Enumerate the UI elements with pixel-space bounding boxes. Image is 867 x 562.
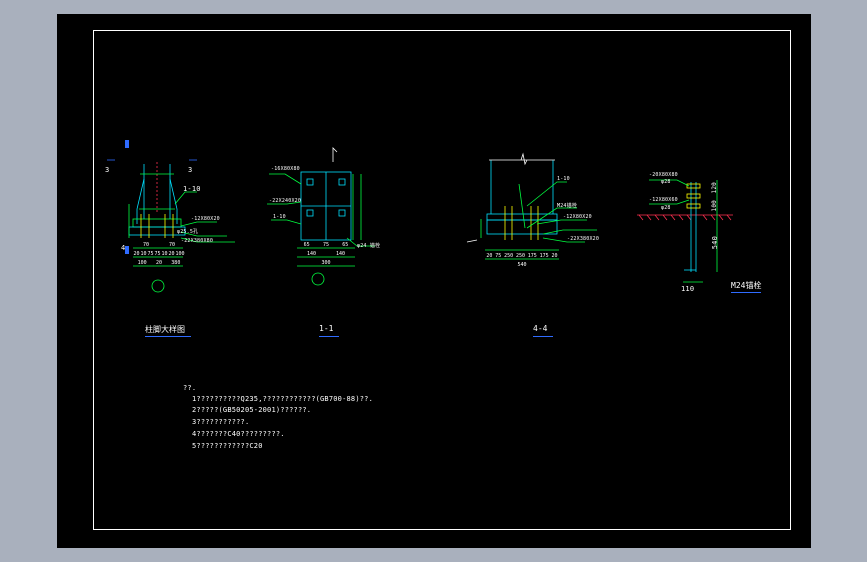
dimension-value: 20 bbox=[155, 260, 162, 266]
dimension-row: 540 bbox=[485, 262, 559, 271]
bolt-dim-100: 100 bbox=[711, 200, 718, 212]
section1-title-underline bbox=[319, 336, 339, 337]
rib-callout: φ25.5孔 bbox=[177, 229, 199, 235]
dimension-value: 75 bbox=[322, 242, 329, 248]
s1-mid-callout: -22X240X20 bbox=[269, 198, 302, 204]
dimension-value: 65 bbox=[342, 242, 349, 248]
bolt-hole2-callout: φ28 bbox=[661, 205, 671, 211]
s1-top-callout: -16X80X80 bbox=[271, 166, 300, 172]
anchor-bolt-detail bbox=[637, 179, 733, 283]
section1-dimensions: 65 75 65 140 140 300 bbox=[297, 242, 355, 269]
section-4-4 bbox=[466, 152, 597, 260]
dimension-value: 75 bbox=[495, 253, 502, 259]
section-1-1 bbox=[267, 147, 375, 286]
dimension-value: 380 bbox=[171, 260, 181, 266]
dimension-value: 250 bbox=[504, 253, 514, 259]
bolt-washer-callout: -20X80X80 bbox=[649, 172, 678, 178]
dimension-value: 300 bbox=[321, 260, 331, 266]
s4-base-callout: -22X380X20 bbox=[567, 236, 600, 242]
dimension-value: 540 bbox=[517, 262, 527, 268]
dimension-row: 140 140 bbox=[297, 251, 355, 260]
dimension-value: 20 bbox=[551, 253, 558, 259]
dimension-value: 20 bbox=[486, 253, 493, 259]
section4-title: 4-4 bbox=[533, 324, 548, 333]
bolt-dim-120: 120 bbox=[711, 182, 718, 194]
dimension-value: 70 bbox=[168, 242, 176, 248]
bolt-hole-callout: φ28 bbox=[661, 179, 671, 185]
cut-marker-right: 3 bbox=[188, 166, 193, 174]
bolt-dim-110: 110 bbox=[681, 285, 695, 293]
dimension-value: 10 bbox=[140, 251, 147, 257]
dimension-value: 10 bbox=[161, 251, 168, 257]
dimension-value: 20 bbox=[133, 251, 140, 257]
drawing-sheet: 3 3 4 1-10 -12X80X20 φ25.5孔 -22X380X80 7… bbox=[57, 14, 811, 548]
dimension-value: 175 bbox=[539, 253, 549, 259]
dimension-value: 100 bbox=[137, 260, 147, 266]
dimension-value: 140 bbox=[306, 251, 317, 257]
note-line-4: 4???????C40?????????. bbox=[192, 430, 285, 438]
bolt-title: M24锚栓 bbox=[731, 281, 762, 290]
note-line-3: 3???????????. bbox=[192, 418, 250, 426]
drawing-frame bbox=[93, 30, 791, 530]
dimension-row: 100 20 380 bbox=[133, 260, 185, 269]
section4-title-underline bbox=[533, 336, 553, 337]
s4-plate-callout: 1-10 bbox=[557, 176, 570, 182]
dimension-value: 20 bbox=[168, 251, 175, 257]
bolt-plate-callout: -12X80X60 bbox=[649, 197, 678, 203]
dimension-value: 175 bbox=[527, 253, 537, 259]
dimension-value: 65 bbox=[303, 242, 310, 248]
cut-marker-left: 3 bbox=[105, 166, 110, 174]
s1-plate-callout: 1-10 bbox=[273, 214, 286, 220]
cad-drawing bbox=[107, 140, 733, 293]
detail-title: 柱脚大样图 bbox=[145, 325, 185, 334]
plate-callout: 1-10 bbox=[183, 185, 201, 193]
bolt-dim-540: 540 bbox=[711, 236, 719, 250]
detail-title-underline bbox=[145, 336, 191, 337]
dimension-value: 75 bbox=[147, 251, 154, 257]
dimension-value: 70 bbox=[142, 242, 150, 248]
s1-bolt-callout: φ24 锚栓 bbox=[357, 243, 381, 249]
notes-heading: ??. bbox=[183, 384, 197, 392]
s4-bolt-callout: M24锚栓 bbox=[557, 203, 578, 209]
dimension-row: 300 bbox=[297, 260, 355, 269]
cut-marker-side: 4 bbox=[121, 244, 126, 252]
section1-title: 1-1 bbox=[319, 324, 334, 333]
s4-cut-callout: -12X80X20 bbox=[563, 214, 592, 220]
dimension-value: 75 bbox=[154, 251, 161, 257]
bolt-callout: -12X80X20 bbox=[191, 216, 220, 222]
dimension-value: 140 bbox=[335, 251, 346, 257]
dimension-value: 250 bbox=[515, 253, 525, 259]
dimension-row: 65 75 65 bbox=[297, 242, 355, 251]
base-callout: -22X380X80 bbox=[181, 238, 214, 244]
bolt-title-underline bbox=[731, 292, 761, 293]
note-line-2: 2?????(GB50205-2001)??????. bbox=[192, 406, 312, 414]
dimension-value: 100 bbox=[175, 251, 185, 257]
column-foot-detail bbox=[107, 140, 235, 293]
note-line-1: 1??????????Q235,????????????(GB700-88)??… bbox=[192, 395, 373, 403]
dimension-row: 70 70 bbox=[133, 242, 185, 251]
note-line-5: 5????????????C20 bbox=[192, 442, 263, 450]
